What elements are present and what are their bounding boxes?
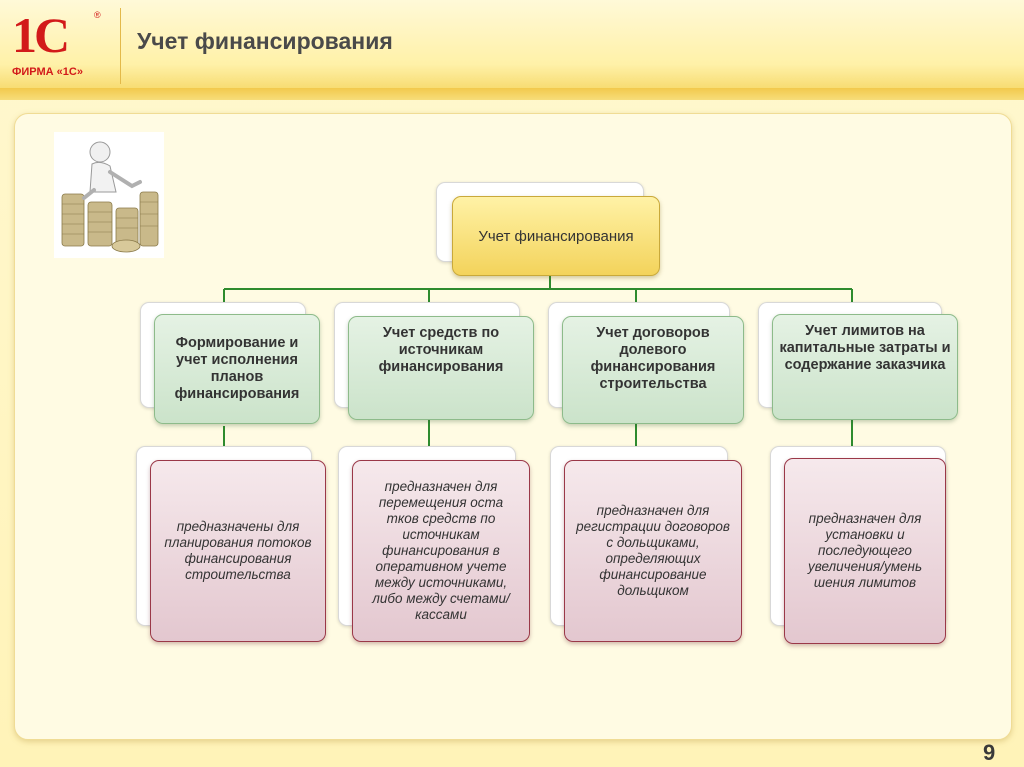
branch-node-3: Учет договоров долевого финансирования с…	[562, 316, 744, 424]
description-box-1: предназначены для планирования потоков ф…	[150, 460, 326, 642]
branch-node-4: Учет лимитов на капитальные затраты и со…	[772, 314, 958, 420]
page-number: 9	[983, 740, 995, 766]
branch-node-2: Учет средств по источникам финансировани…	[348, 316, 534, 420]
description-box-4: предназначен для установки и последующег…	[784, 458, 946, 644]
description-box-3: предназначен для регистрации договоров с…	[564, 460, 742, 642]
root-node: Учет финансирования	[452, 196, 660, 276]
description-box-2: предназначен для перемещения оста тков с…	[352, 460, 530, 642]
branch-node-1: Формирование и учет исполнения планов фи…	[154, 314, 320, 424]
